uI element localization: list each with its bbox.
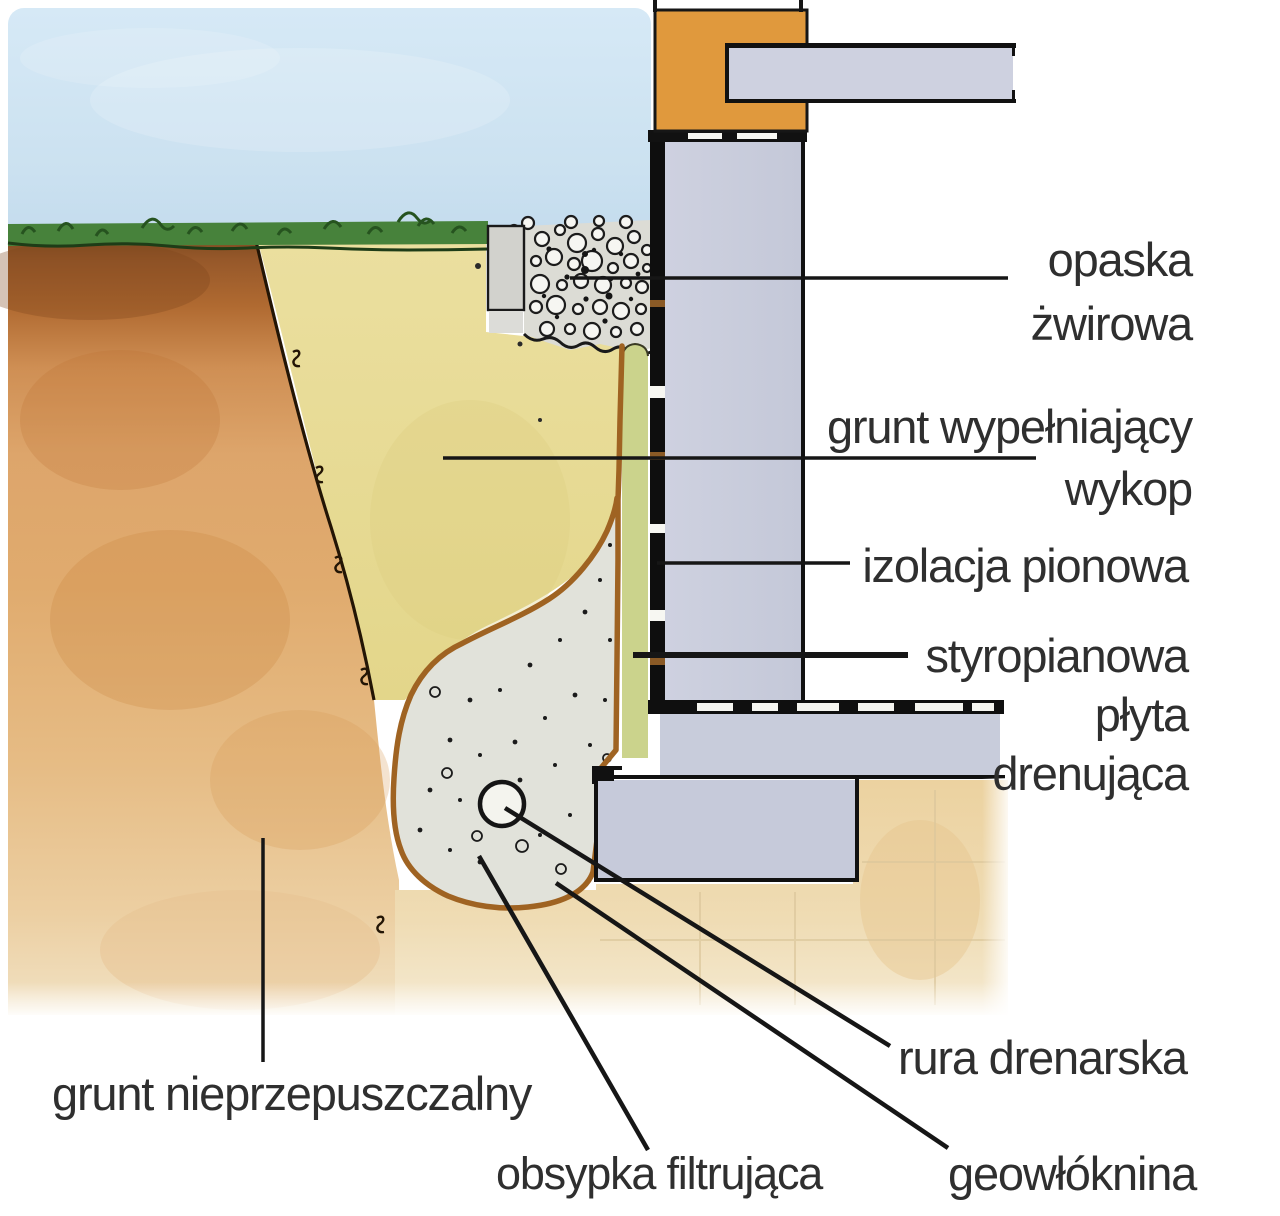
label-obsypka-filtrujaca: obsypka filtrująca <box>496 1148 823 1199</box>
backfill-dots <box>417 543 612 865</box>
label-grunt-wypelniajacy-wykop: grunt wypełniający wykop <box>826 400 1193 515</box>
ceiling-slab <box>725 43 1016 103</box>
gravel-band <box>507 214 654 358</box>
label-izolacja-pionowa: izolacja pionowa <box>862 539 1189 592</box>
excavation-line <box>254 240 385 934</box>
floor-slab <box>593 714 1005 779</box>
geotextile-line <box>390 343 625 911</box>
drain-pipe <box>477 779 527 829</box>
label-opaska-zwirowa: opaska żwirowa <box>1030 233 1194 350</box>
leader-rura-drenarska <box>503 806 892 1048</box>
basement-wall <box>665 103 805 705</box>
excavation-backfill-wedge <box>258 239 651 700</box>
curb-block <box>486 224 526 333</box>
vertical-insulation-stripe <box>650 133 665 705</box>
leader-obsypka-filtrujaca <box>477 854 650 1152</box>
right-fade <box>982 778 1012 1018</box>
label-rura-drenarska: rura drenarska <box>898 1031 1188 1084</box>
horizontal-insulation-band <box>648 700 1004 714</box>
grass <box>7 211 489 252</box>
label-grunt-nieprzepuszczalny: grunt nieprzepuszczalny <box>52 1067 532 1120</box>
label-geowloknina: geowłóknina <box>948 1147 1197 1200</box>
foundation-footing <box>592 766 859 882</box>
filter-backfill-blob <box>393 498 620 908</box>
label-styropianowa-plyta-drenujaca: styropianowa płyta drenująca <box>925 629 1189 800</box>
drainage-plate-green-strip <box>621 342 649 758</box>
bottom-fade <box>0 982 1280 1018</box>
leader-lines <box>261 276 1036 1152</box>
wall-top-joint <box>648 130 807 142</box>
sky <box>8 8 651 242</box>
leader-geowloknina <box>554 881 950 1150</box>
